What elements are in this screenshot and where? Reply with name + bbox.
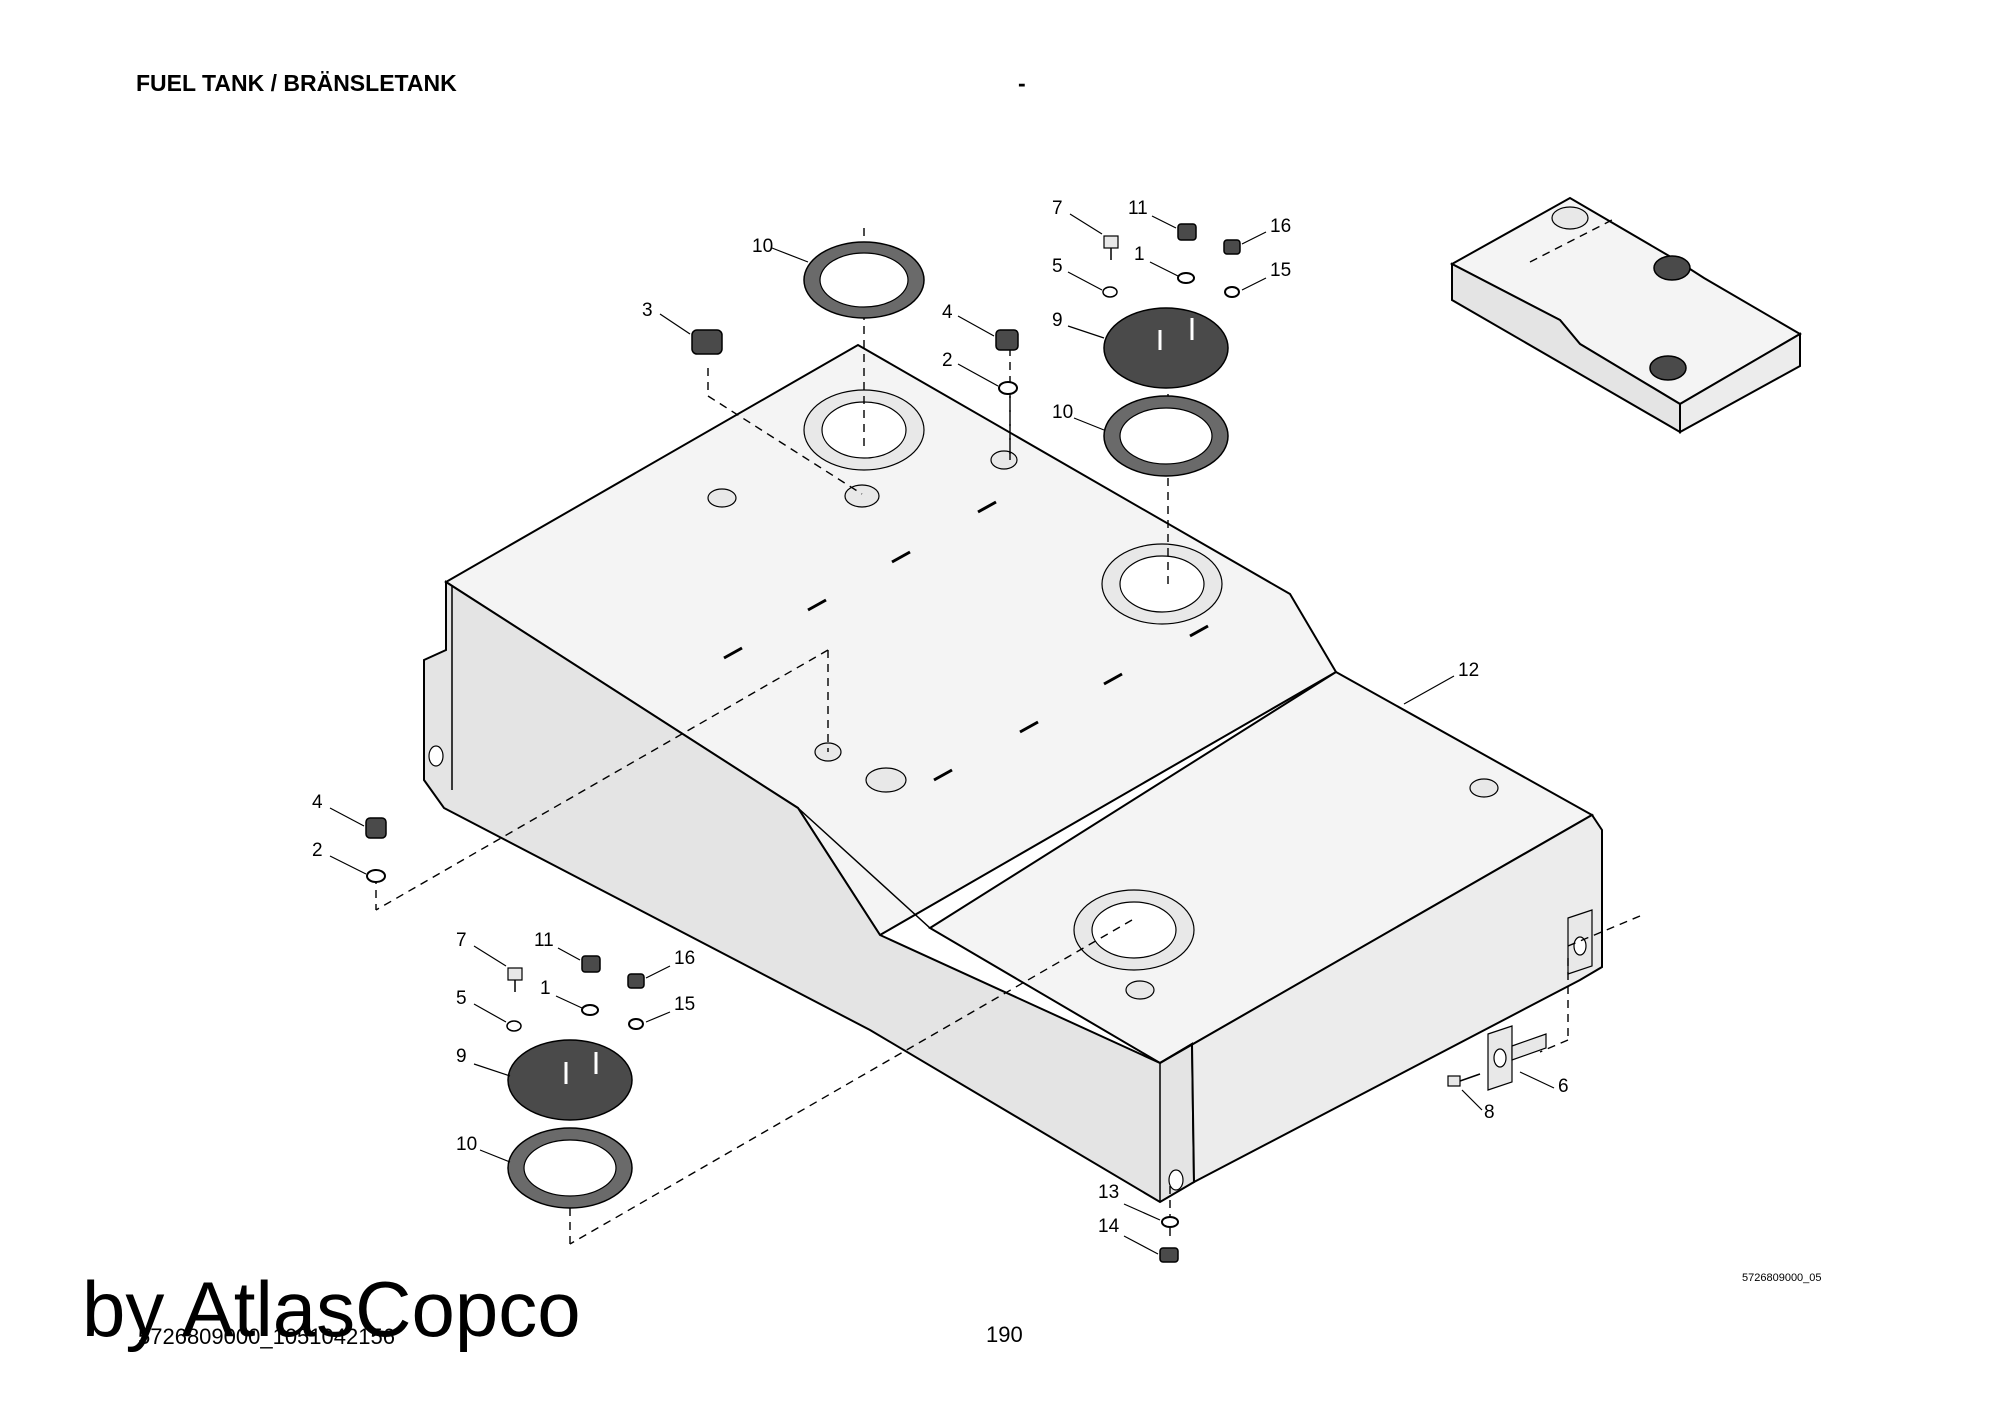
callouts: 10 3 4 2 7 11 16 5 1 15 9 10 12 4 2 7 11 bbox=[312, 198, 1569, 1255]
page-title: FUEL TANK / BRÄNSLETANK bbox=[136, 70, 457, 96]
parts-top bbox=[691, 223, 1241, 477]
page-number: 190 bbox=[986, 1322, 1023, 1347]
callout-10-top: 10 bbox=[752, 236, 773, 257]
callout-6: 6 bbox=[1558, 1076, 1569, 1097]
callout-10-mid: 10 bbox=[1052, 402, 1073, 423]
callout-9-bot: 9 bbox=[456, 1046, 467, 1067]
overview-thumbnail bbox=[1449, 196, 1802, 434]
callout-16-bot: 16 bbox=[674, 948, 695, 969]
callout-11-bot: 11 bbox=[534, 930, 554, 951]
watermark: by AtlasCopco bbox=[82, 1265, 581, 1353]
callout-12: 12 bbox=[1458, 660, 1479, 681]
fuel-tank-body bbox=[423, 343, 1603, 1204]
callout-7-top: 7 bbox=[1052, 198, 1063, 219]
callout-14: 14 bbox=[1098, 1216, 1120, 1237]
parts-bottom bbox=[506, 955, 1547, 1263]
callout-5-top: 5 bbox=[1052, 256, 1063, 277]
callout-2-left: 2 bbox=[312, 840, 323, 861]
parts-left bbox=[365, 817, 387, 883]
callout-16-top: 16 bbox=[1270, 216, 1291, 237]
callout-10-bot: 10 bbox=[456, 1134, 477, 1155]
callout-4-left: 4 bbox=[312, 792, 323, 813]
callout-1-bot: 1 bbox=[540, 978, 551, 999]
callout-2-top: 2 bbox=[942, 350, 953, 371]
callout-8: 8 bbox=[1484, 1102, 1495, 1123]
callout-5-bot: 5 bbox=[456, 988, 467, 1009]
callout-15-top: 15 bbox=[1270, 260, 1291, 281]
callout-15-bot: 15 bbox=[674, 994, 695, 1015]
header-dash: - bbox=[1018, 70, 1026, 96]
document-reference: 5726809000_1051042156 bbox=[138, 1324, 395, 1349]
callout-11-top: 11 bbox=[1128, 198, 1148, 219]
callout-3: 3 bbox=[642, 300, 653, 321]
callout-9-top: 9 bbox=[1052, 310, 1063, 331]
callout-1-top: 1 bbox=[1134, 244, 1145, 265]
callout-4-top: 4 bbox=[942, 302, 953, 323]
drawing-id: 5726809000_05 bbox=[1742, 1272, 1822, 1284]
callout-13: 13 bbox=[1098, 1182, 1119, 1203]
callout-7-bot: 7 bbox=[456, 930, 467, 951]
